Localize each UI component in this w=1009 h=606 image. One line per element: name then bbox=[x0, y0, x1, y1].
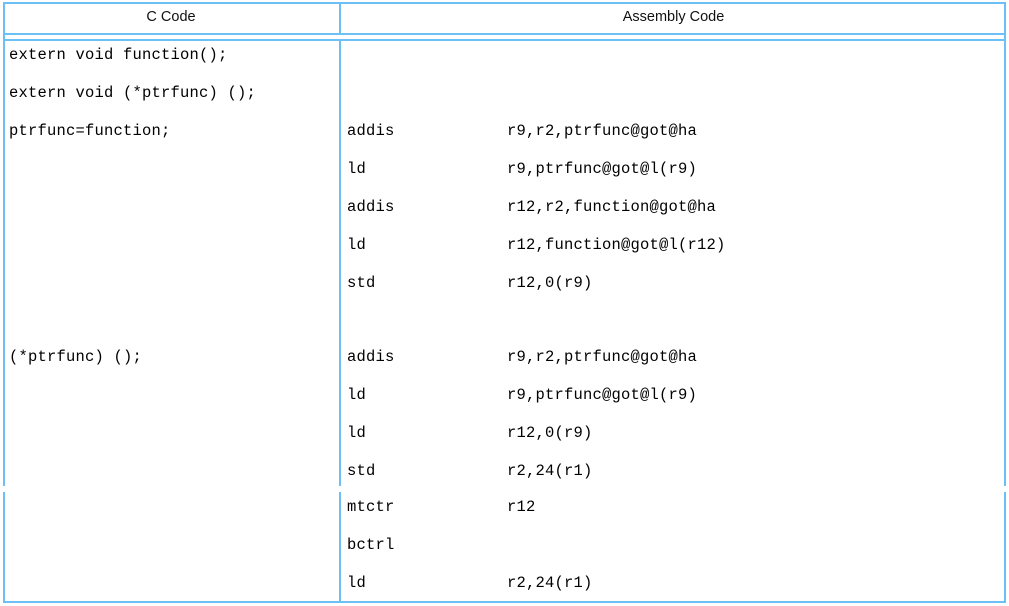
table-border-right-upper bbox=[1004, 2, 1006, 486]
assembly-mnemonic: addis bbox=[347, 198, 395, 216]
assembly-operand: r2,24(r1) bbox=[507, 574, 593, 592]
assembly-mnemonic: addis bbox=[347, 122, 395, 140]
table-header-row: C Code Assembly Code bbox=[3, 2, 1006, 33]
assembly-operand: r12,r2,function@got@ha bbox=[507, 198, 717, 216]
assembly-code-line: addis r12,r2,function@got@ha bbox=[347, 197, 716, 217]
assembly-code-line: ld r12,0(r9) bbox=[347, 423, 593, 443]
assembly-code-line: ld r9,ptrfunc@got@l(r9) bbox=[347, 159, 697, 179]
assembly-operand: r12,0(r9) bbox=[507, 424, 593, 442]
assembly-code-line: ld r12,function@got@l(r12) bbox=[347, 235, 726, 255]
assembly-operand: r9,ptrfunc@got@l(r9) bbox=[507, 386, 698, 404]
c-code-line: ptrfunc=function; bbox=[9, 122, 171, 140]
assembly-code-line: std r2,24(r1) bbox=[347, 461, 593, 481]
assembly-code-line: bctrl bbox=[347, 535, 507, 555]
assembly-code-line: ld r2,24(r1) bbox=[347, 573, 593, 593]
assembly-mnemonic: ld bbox=[347, 386, 367, 404]
assembly-code-line: addis r9,r2,ptrfunc@got@ha bbox=[347, 121, 697, 141]
assembly-code-line: std r12,0(r9) bbox=[347, 273, 593, 293]
c-code-line: (*ptrfunc) (); bbox=[9, 348, 143, 366]
column-divider-header bbox=[339, 2, 341, 35]
assembly-mnemonic: std bbox=[347, 462, 376, 480]
header-rule-lower bbox=[3, 39, 1006, 41]
assembly-mnemonic: mtctr bbox=[347, 498, 395, 516]
column-header-c-code: C Code bbox=[146, 9, 196, 25]
assembly-code-line: ld r9,ptrfunc@got@l(r9) bbox=[347, 385, 697, 405]
table-border-left-upper bbox=[3, 2, 5, 486]
assembly-code-cell: addis r9,r2,ptrfunc@got@ha ld r9,ptrfunc@go… bbox=[341, 41, 1006, 603]
assembly-mnemonic: bctrl bbox=[347, 536, 395, 554]
c-code-cell: extern void function(); extern void (*ptr… bbox=[3, 41, 339, 603]
assembly-operand: r2,24(r1) bbox=[507, 462, 593, 480]
table-body: extern void function(); extern void (*ptr… bbox=[3, 41, 1006, 603]
assembly-operand: r12 bbox=[507, 498, 536, 516]
assembly-operand: r9,ptrfunc@got@l(r9) bbox=[507, 160, 698, 178]
column-header-assembly-code: Assembly Code bbox=[622, 9, 725, 25]
column-divider-body-upper bbox=[339, 39, 341, 486]
assembly-mnemonic: ld bbox=[347, 574, 367, 592]
assembly-mnemonic: ld bbox=[347, 236, 367, 254]
table-border-right-lower bbox=[1004, 492, 1006, 603]
column-divider-body-lower bbox=[339, 492, 341, 603]
assembly-operand: r12,function@got@l(r12) bbox=[507, 236, 726, 254]
table-border-top-outer bbox=[3, 2, 1006, 4]
assembly-operand: r9,r2,ptrfunc@got@ha bbox=[507, 348, 698, 366]
assembly-mnemonic: ld bbox=[347, 424, 367, 442]
assembly-operand: r9,r2,ptrfunc@got@ha bbox=[507, 122, 698, 140]
table-border-bottom bbox=[3, 601, 1006, 603]
assembly-operand: r12,0(r9) bbox=[507, 274, 593, 292]
table-border-left-lower bbox=[3, 492, 5, 603]
assembly-mnemonic: ld bbox=[347, 160, 367, 178]
header-rule-upper bbox=[3, 33, 1006, 35]
assembly-mnemonic: std bbox=[347, 274, 376, 292]
code-comparison-table: C Code Assembly Code extern void functio… bbox=[3, 2, 1006, 603]
assembly-mnemonic: addis bbox=[347, 348, 395, 366]
assembly-code-line: mtctr r12 bbox=[347, 497, 536, 517]
c-code-line: extern void function(); bbox=[9, 46, 228, 64]
c-code-line: extern void (*ptrfunc) (); bbox=[9, 84, 257, 102]
assembly-code-line: addis r9,r2,ptrfunc@got@ha bbox=[347, 347, 697, 367]
